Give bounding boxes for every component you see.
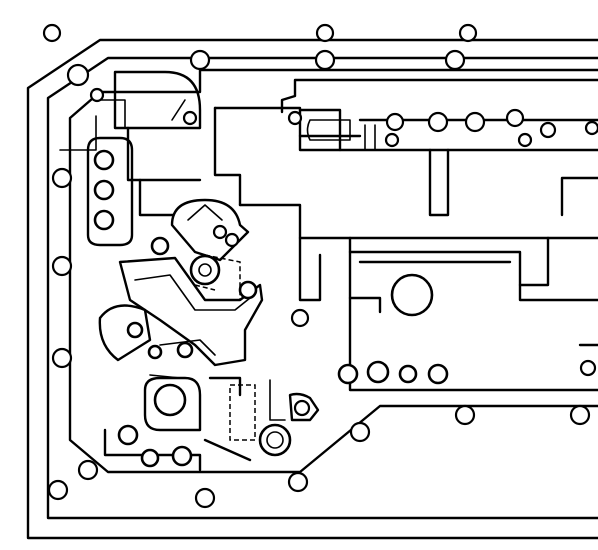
bolt-hole xyxy=(224,232,240,248)
hidden-spring-dashes xyxy=(194,254,256,441)
check-ball xyxy=(366,360,390,384)
spring-seat-inner xyxy=(266,431,284,449)
inner-channel-outline xyxy=(59,68,598,474)
bolt-hole xyxy=(315,23,335,43)
lever-pin xyxy=(147,344,163,360)
bolt-hole xyxy=(89,87,105,103)
bolt-hole xyxy=(51,347,73,369)
lever-pin xyxy=(176,341,194,359)
bolt-hole xyxy=(464,111,486,133)
upper-passages xyxy=(213,106,598,302)
check-ball xyxy=(140,448,160,468)
spring-seat xyxy=(258,423,292,457)
left-component-column xyxy=(86,70,232,247)
check-ball xyxy=(171,445,193,467)
bolt-hole xyxy=(454,404,476,426)
detent-roller xyxy=(189,254,221,286)
bolt-hole xyxy=(66,63,90,87)
bolt-hole xyxy=(51,255,73,277)
bolt-hole xyxy=(349,421,371,443)
bolt-hole xyxy=(287,471,309,493)
bolt-hole xyxy=(212,224,228,240)
bolt-hole xyxy=(47,479,69,501)
bolt-hole xyxy=(458,23,478,43)
check-ball xyxy=(398,364,418,384)
check-ball xyxy=(117,424,139,446)
bolt-hole xyxy=(384,132,400,148)
right-center-block xyxy=(348,236,598,392)
spool-bore xyxy=(390,273,434,317)
passage-bolt-holes xyxy=(89,87,598,148)
large-port xyxy=(153,383,187,417)
bolt-hole xyxy=(539,121,557,139)
bolt-hole xyxy=(517,132,533,148)
left-check-balls xyxy=(93,149,240,256)
bolt-hole xyxy=(77,459,99,481)
bolt-hole xyxy=(189,49,211,71)
bolt-hole xyxy=(314,49,336,71)
check-ball xyxy=(93,179,115,201)
bolt-hole xyxy=(287,110,303,126)
bolt-hole xyxy=(182,110,198,126)
check-ball xyxy=(93,209,115,231)
bolt-hole xyxy=(584,120,598,136)
check-ball xyxy=(337,363,359,385)
bolt-hole xyxy=(194,487,216,509)
detent-roller-inner xyxy=(198,263,212,277)
lower-left-components xyxy=(103,376,320,472)
outer-plate-outline xyxy=(26,38,598,540)
bolt-hole xyxy=(42,23,62,43)
lever-pin xyxy=(126,321,144,339)
bolt-hole xyxy=(51,167,73,189)
bolt-hole xyxy=(427,111,449,133)
bolt-hole xyxy=(290,308,310,328)
bolt-hole xyxy=(444,49,466,71)
lever-pivot xyxy=(238,280,258,300)
check-ball xyxy=(93,149,115,171)
check-ball xyxy=(427,363,449,385)
check-ball xyxy=(150,236,170,256)
right-block-holes xyxy=(337,273,597,385)
lower-left-holes xyxy=(117,383,311,468)
bolt-hole xyxy=(569,404,591,426)
lever-pivots xyxy=(126,254,310,360)
bolt-hole xyxy=(579,359,597,377)
bolt-hole xyxy=(385,112,405,132)
outer-bolt-holes xyxy=(42,23,591,509)
bolt-hole xyxy=(505,108,525,128)
bolt-hole xyxy=(293,399,311,417)
